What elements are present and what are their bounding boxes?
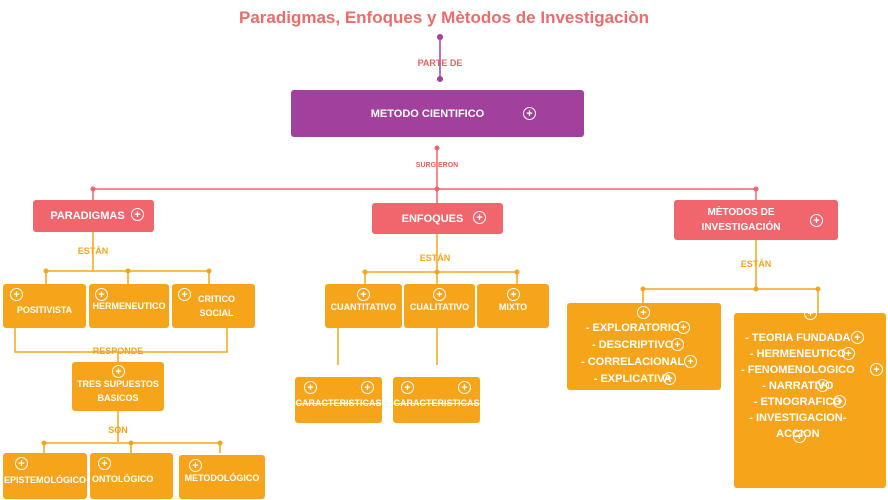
expand-plus-icon[interactable]: + (131, 208, 144, 221)
node-cuantitativo[interactable]: + CUANTITATIVO (325, 284, 402, 328)
list-item: - TEORIA FUNDADA (745, 332, 851, 344)
expand-plus-icon[interactable]: + (833, 395, 846, 408)
expand-plus-icon[interactable]: + (816, 379, 829, 392)
node-critico-social[interactable]: + CRITICO SOCIAL (172, 284, 255, 328)
node-label: POSITIVISTA (16, 305, 73, 315)
link-label-estan: ESTÁN (419, 253, 451, 263)
expand-plus-icon[interactable]: + (870, 363, 883, 376)
node-label: METODOLÓGICO (184, 473, 260, 483)
expand-plus-icon[interactable]: + (361, 381, 374, 394)
node-tres-supuestos[interactable]: + TRES SUPUESTOS BASICOS (72, 362, 164, 411)
list-item: - EXPLICATIVA (593, 373, 672, 385)
list-item: - EXPLORATORIO (585, 322, 680, 334)
node-label: CARACTERISTICAS (295, 398, 382, 408)
node-list-disenos[interactable]: + - TEORIA FUNDADA - HERMENEUTICO - FENO… (734, 307, 886, 488)
node-cualitativo[interactable]: + CUALITATIVO (404, 284, 475, 328)
link-label-estan: ESTÁN (77, 246, 109, 256)
node-label: ONTOLÓGICO (92, 474, 154, 484)
node-label: MIXTO (498, 302, 528, 312)
expand-plus-icon[interactable]: + (637, 306, 650, 319)
node-label: ENFOQUES (401, 212, 464, 225)
node-caracteristicas[interactable]: + + CARACTERISTICAS (295, 377, 382, 423)
list-item: - INVESTIGACION- (749, 412, 847, 424)
link-label-surgieron: SURGIERON (415, 162, 459, 169)
list-alcances: - EXPLORATORIO - DESCRIPTIVO - CORRELACI… (581, 320, 684, 388)
node-label: EPISTEMOLÓGICO (3, 475, 86, 485)
expand-plus-icon[interactable]: + (178, 288, 191, 301)
node-metodos-investigacion[interactable]: MÈTODOS DE INVESTIGACIÓN + (674, 200, 838, 240)
node-label: CARACTERISTICAS (393, 398, 480, 408)
node-metodo-cientifico[interactable]: METODO CIENTIFICO + (291, 90, 584, 137)
expand-plus-icon[interactable]: + (851, 331, 864, 344)
link-label-parte-de: PARTE DE (417, 58, 463, 68)
node-label: MÈTODOS DE (707, 207, 775, 218)
connector-dot (434, 145, 440, 151)
node-label: INVESTIGACIÓN (701, 222, 781, 233)
node-caracteristicas[interactable]: + + CARACTERISTICAS (393, 377, 480, 423)
expand-plus-icon[interactable]: + (663, 372, 676, 385)
node-hermeneutico[interactable]: + HERMENEUTICO (89, 284, 169, 328)
link-label-son: SON (108, 425, 128, 435)
node-label: CUALITATIVO (409, 302, 470, 312)
node-ontologico[interactable]: + ONTOLÓGICO (90, 453, 173, 499)
list-disenos: - TEORIA FUNDADA - HERMENEUTICO - FENOME… (741, 330, 855, 442)
list-item: - CORRELACIONAL (581, 356, 685, 368)
node-label: METODO CIENTIFICO (370, 107, 485, 120)
list-item: - FENOMENOLOGICO (741, 364, 855, 376)
expand-plus-icon[interactable]: + (304, 381, 317, 394)
expand-plus-icon[interactable]: + (10, 288, 23, 301)
expand-plus-icon[interactable]: + (458, 381, 471, 394)
node-label: TRES SUPUESTOS (77, 378, 159, 389)
page-title: Paradigmas, Enfoques y Mètodos de Invest… (239, 8, 649, 27)
expand-plus-icon[interactable]: + (684, 355, 697, 368)
expand-plus-icon[interactable]: + (507, 288, 520, 301)
list-item: - ETNOGRAFICO (753, 396, 842, 408)
node-label: PARADIGMAS (50, 210, 125, 222)
node-epistemologico[interactable]: + EPISTEMOLÓGICO (3, 453, 87, 499)
expand-plus-icon[interactable]: + (473, 211, 486, 224)
node-label: BASICOS (97, 392, 139, 403)
connector-dot (437, 34, 443, 40)
expand-plus-icon[interactable]: + (357, 288, 370, 301)
connector-dot (437, 76, 443, 82)
link-label-estan: ESTÁN (740, 259, 772, 269)
expand-plus-icon[interactable]: + (95, 288, 108, 301)
link-label-responde: RESPONDE (92, 346, 144, 356)
expand-plus-icon[interactable]: + (677, 321, 690, 334)
expand-plus-icon[interactable]: + (189, 459, 202, 472)
node-enfoques[interactable]: ENFOQUES + (372, 203, 503, 234)
expand-plus-icon[interactable]: + (523, 107, 536, 120)
expand-plus-icon[interactable]: + (98, 457, 111, 470)
node-metodologico[interactable]: + METODOLÓGICO (179, 455, 265, 499)
node-paradigmas[interactable]: PARADIGMAS + (33, 200, 154, 232)
node-label: CUANTITATIVO (330, 302, 397, 312)
node-label: SOCIAL (199, 308, 234, 318)
expand-plus-icon[interactable]: + (15, 457, 28, 470)
expand-plus-icon[interactable]: + (793, 430, 806, 443)
expand-plus-icon[interactable]: + (804, 307, 817, 320)
node-positivista[interactable]: + POSITIVISTA (3, 284, 86, 328)
expand-plus-icon[interactable]: + (671, 338, 684, 351)
expand-plus-icon[interactable]: + (112, 365, 125, 378)
expand-plus-icon[interactable]: + (401, 381, 414, 394)
node-label: CRITICO (198, 294, 235, 304)
expand-plus-icon[interactable]: + (433, 288, 446, 301)
list-item: - DESCRIPTIVO (591, 339, 674, 351)
list-item: - NARRATIVO (762, 380, 834, 392)
expand-plus-icon[interactable]: + (810, 214, 823, 227)
node-list-alcances[interactable]: + - EXPLORATORIO - DESCRIPTIVO - CORRELA… (567, 303, 721, 390)
node-label: HERMENEUTICO (92, 301, 166, 311)
list-item: - HERMENEUTICO (749, 348, 846, 360)
node-mixto[interactable]: + MIXTO (477, 284, 549, 328)
expand-plus-icon[interactable]: + (842, 347, 855, 360)
